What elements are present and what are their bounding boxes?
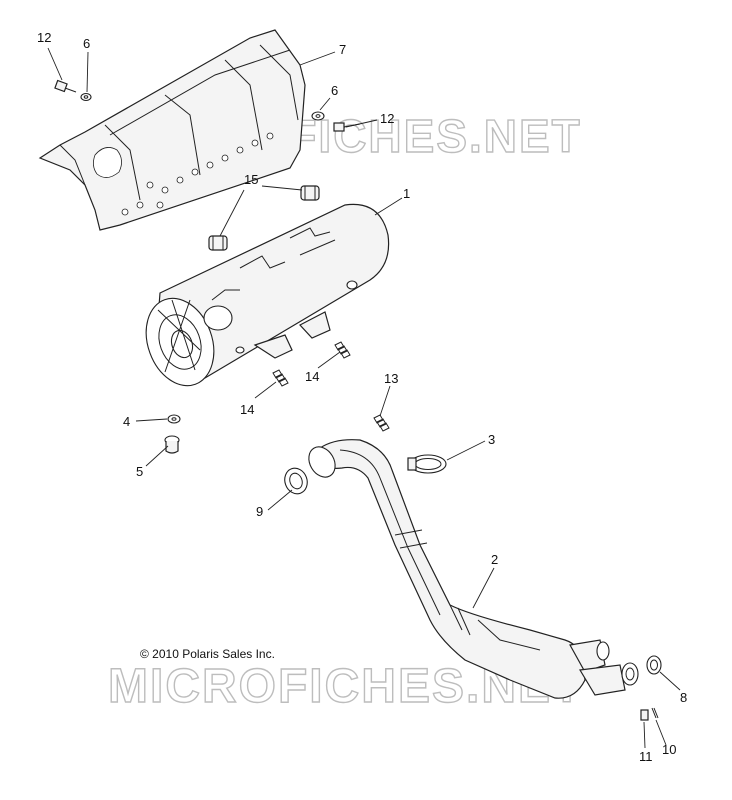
heat-shield-holes: [121, 132, 274, 216]
spring-13: [373, 414, 390, 432]
copyright-notice: © 2010 Polaris Sales Inc.: [140, 647, 275, 661]
callouts: 12 6 7 6 12 15 1 14 14 13 4 5 3 9 2 8 11…: [37, 30, 687, 764]
gasket-9: [284, 467, 308, 495]
callout-15: 15: [244, 172, 258, 187]
spring-10: [651, 707, 659, 719]
bushing-5: [164, 435, 180, 454]
washer-4: [167, 414, 181, 424]
callout-5: 5: [136, 464, 143, 479]
callout-7: 7: [339, 42, 346, 57]
head-pipe: [308, 439, 639, 699]
callout-4: 4: [123, 414, 130, 429]
callout-9: 9: [256, 504, 263, 519]
leader-lines: [47, 47, 681, 749]
gasket-8: [646, 655, 662, 675]
callout-6-right: 6: [331, 83, 338, 98]
callout-8: 8: [680, 690, 687, 705]
bolt-12-top-left: [54, 79, 77, 93]
washer-6-right: [311, 111, 325, 121]
callout-14-a: 14: [305, 369, 319, 384]
isolator-15-b: [208, 235, 228, 251]
callout-13: 13: [384, 371, 398, 386]
heat-shield: [38, 29, 306, 231]
muffler: [145, 203, 390, 387]
callout-1: 1: [403, 186, 410, 201]
callout-12-right: 12: [380, 111, 394, 126]
callout-3: 3: [488, 432, 495, 447]
callout-2: 2: [491, 552, 498, 567]
spring-14-a: [334, 341, 351, 359]
washer-6-top-left: [80, 92, 92, 102]
callout-12-top-left: 12: [37, 30, 51, 45]
spring-14-b: [272, 369, 289, 387]
clamp-3: [407, 454, 447, 474]
callout-10: 10: [662, 742, 676, 757]
callout-11: 11: [639, 749, 653, 764]
callout-14-b: 14: [240, 402, 254, 417]
callout-6-top-left: 6: [83, 36, 90, 51]
isolator-15-a: [300, 185, 320, 201]
nut-11: [640, 709, 649, 721]
